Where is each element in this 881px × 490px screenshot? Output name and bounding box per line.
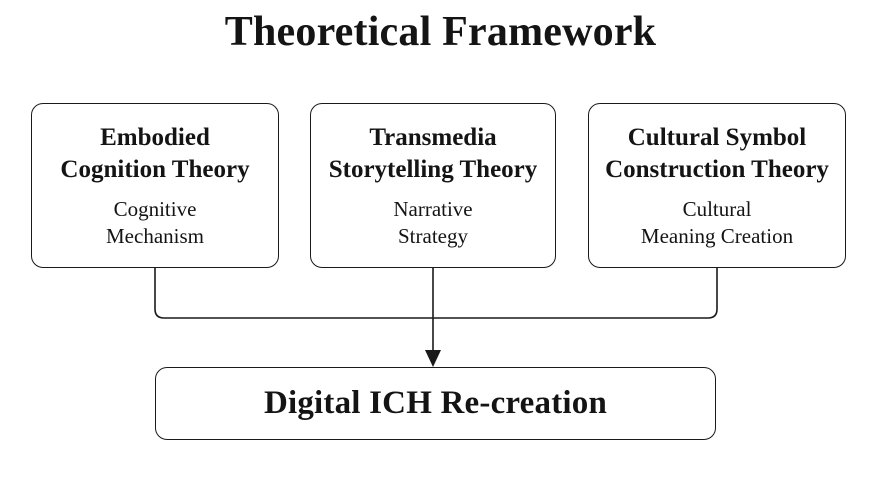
theory-box-heading-line1: Embodied: [100, 123, 210, 151]
theory-box-subtitle: Narrative Strategy: [393, 196, 472, 250]
theory-box-heading-line2: Construction Theory: [605, 155, 829, 183]
theory-box-heading-line1: Transmedia: [369, 123, 497, 151]
theory-box-cultural-symbol: Cultural Symbol Construction Theory Cult…: [588, 103, 846, 268]
theory-box-embodied-cognition: Embodied Cognition Theory Cognitive Mech…: [31, 103, 279, 268]
theory-box-subtitle: Cognitive Mechanism: [106, 196, 204, 250]
theory-box-subtitle-line1: Cultural: [682, 196, 752, 221]
theory-box-heading-line1: Cultural Symbol: [627, 123, 807, 151]
theory-box-heading: Transmedia Storytelling Theory: [329, 122, 538, 186]
theory-box-subtitle-line2: Meaning Creation: [640, 223, 794, 248]
diagram-title: Theoretical Framework: [224, 9, 657, 55]
theory-box-subtitle-line2: Mechanism: [106, 223, 204, 248]
arrow-down-icon: [425, 350, 441, 367]
outcome-box-digital-ich-recreation: Digital ICH Re-creation: [155, 367, 716, 440]
theory-box-heading-line2: Cognition Theory: [60, 155, 250, 183]
theory-box-heading: Cultural Symbol Construction Theory: [605, 122, 829, 186]
theory-box-subtitle-line1: Cognitive: [113, 196, 197, 221]
theory-box-heading-line2: Storytelling Theory: [328, 155, 538, 183]
theory-box-subtitle-line2: Strategy: [398, 223, 468, 248]
theory-box-subtitle: Cultural Meaning Creation: [641, 196, 793, 250]
theory-box-subtitle-line1: Narrative: [393, 196, 473, 221]
connector-bracket: [154, 268, 718, 319]
theory-box-heading: Embodied Cognition Theory: [60, 122, 249, 186]
outcome-box-label: Digital ICH Re-creation: [263, 385, 608, 421]
theory-box-transmedia-storytelling: Transmedia Storytelling Theory Narrative…: [310, 103, 556, 268]
